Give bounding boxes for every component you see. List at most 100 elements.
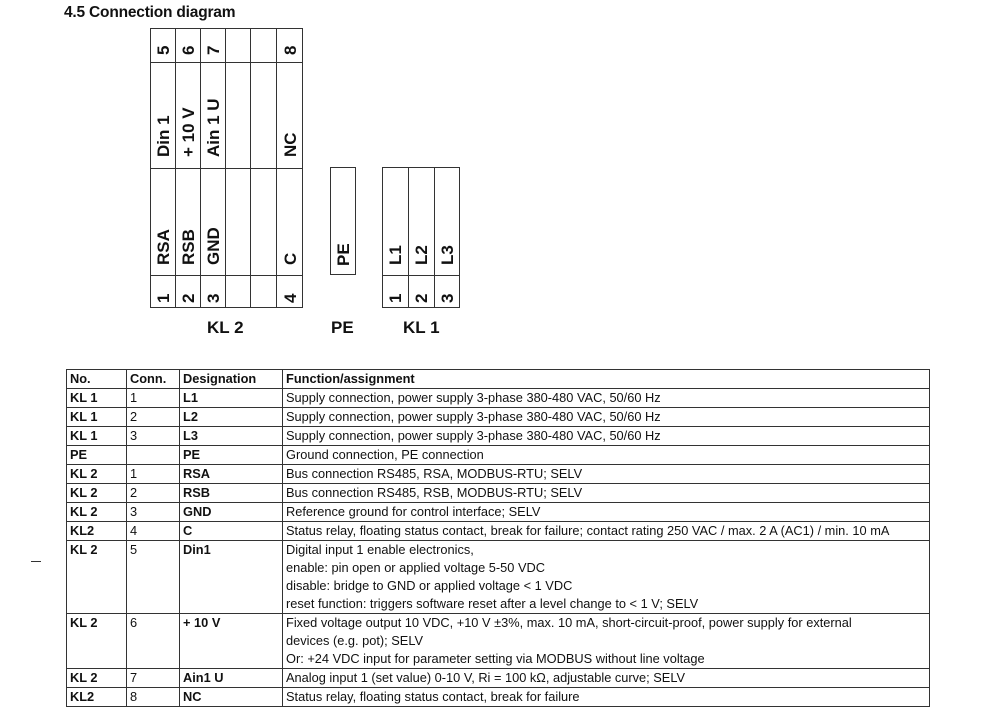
cell-designation: Din1: [179, 540, 283, 614]
cell-no: KL 2: [66, 483, 127, 503]
cell-no: KL 1: [66, 426, 127, 446]
kl1-number: 1: [386, 293, 405, 303]
cell-conn: 1: [126, 464, 180, 484]
kl2-top-number: 6: [179, 45, 198, 55]
kl1-slot: [409, 168, 435, 307]
kl2-designation-din1: Din 1: [154, 115, 173, 157]
function-line: Bus connection RS485, RSB, MODBUS-RTU; S…: [286, 485, 583, 500]
kl1-designation-l3: L3: [438, 245, 457, 265]
kl2-top-number: 7: [204, 45, 223, 55]
cell-no: KL2: [66, 687, 127, 707]
cell-designation: RSB: [179, 483, 283, 503]
cell-conn: 8: [126, 687, 180, 707]
cell-function: Ground connection, PE connection: [282, 445, 930, 465]
cell-no: KL 1: [66, 407, 127, 427]
cell-conn: 2: [126, 407, 180, 427]
function-line: Digital input 1 enable electronics,: [286, 542, 474, 557]
kl2-bottom-number: 4: [281, 293, 300, 303]
connection-table: No. Conn. Designation Function/assignmen…: [66, 369, 930, 707]
cell-designation: PE: [179, 445, 283, 465]
cell-conn: [126, 445, 180, 465]
function-line: devices (e.g. pot); SELV: [286, 633, 424, 648]
table-header-row: No. Conn. Designation Function/assignmen…: [66, 369, 930, 389]
cell-conn: 1: [126, 388, 180, 408]
cell-function: Bus connection RS485, RSA, MODBUS-RTU; S…: [282, 464, 930, 484]
pe-designation: PE: [334, 243, 353, 266]
cell-conn: 6: [126, 613, 180, 669]
function-line: enable: pin open or applied voltage 5-50…: [286, 560, 545, 575]
cell-no: KL 2: [66, 540, 127, 614]
pe-terminal-block: PE: [330, 167, 356, 275]
kl2-bottom-number: 1: [154, 293, 173, 303]
function-line: Analog input 1 (set value) 0-10 V, Ri = …: [286, 670, 686, 685]
header-function: Function/assignment: [282, 369, 930, 389]
cell-designation: L3: [179, 426, 283, 446]
kl2-label: KL 2: [207, 318, 244, 337]
cell-designation: GND: [179, 502, 283, 522]
cell-no: KL 1: [66, 388, 127, 408]
cell-function: Analog input 1 (set value) 0-10 V, Ri = …: [282, 668, 930, 688]
kl2-designation-10v: + 10 V: [179, 107, 198, 157]
cell-conn: 3: [126, 426, 180, 446]
cell-designation: L1: [179, 388, 283, 408]
divider: [151, 275, 302, 276]
function-line: Supply connection, power supply 3-phase …: [286, 390, 661, 405]
kl2-designation-gnd: GND: [204, 227, 223, 265]
header-designation: Designation: [179, 369, 283, 389]
cell-conn: 3: [126, 502, 180, 522]
cell-function: Status relay, floating status contact, b…: [282, 521, 930, 541]
function-line: Bus connection RS485, RSA, MODBUS-RTU; S…: [286, 466, 583, 481]
kl2-top-number: 8: [281, 45, 300, 55]
cell-designation: RSA: [179, 464, 283, 484]
kl2-designation-rsb: RSB: [179, 229, 198, 265]
cell-designation: Ain1 U: [179, 668, 283, 688]
cell-designation: NC: [179, 687, 283, 707]
function-line: Supply connection, power supply 3-phase …: [286, 428, 661, 443]
kl2-designation-c: C: [281, 252, 300, 265]
kl1-terminal-block: L1 L2 L3 1 2 3: [382, 167, 460, 308]
kl2-designation-nc: NC: [281, 132, 300, 157]
divider: [151, 62, 302, 63]
cell-conn: 2: [126, 483, 180, 503]
cell-function: Supply connection, power supply 3-phase …: [282, 426, 930, 446]
margin-mark: [31, 561, 41, 562]
kl2-terminal-block: 5 6 7 8 Din 1 + 10 V Ain 1 U NC RSA RSB …: [150, 28, 303, 308]
function-line: Status relay, floating status contact, b…: [286, 689, 580, 704]
divider: [151, 168, 302, 169]
cell-function: Reference ground for control interface; …: [282, 502, 930, 522]
divider: [383, 275, 459, 276]
kl2-top-number: 5: [154, 45, 173, 55]
cell-designation: + 10 V: [179, 613, 283, 669]
cell-conn: 5: [126, 540, 180, 614]
cell-function: Supply connection, power supply 3-phase …: [282, 388, 930, 408]
cell-conn: 4: [126, 521, 180, 541]
function-line: disable: bridge to GND or applied voltag…: [286, 578, 573, 593]
cell-designation: C: [179, 521, 283, 541]
kl2-designation-ain1u: Ain 1 U: [204, 98, 223, 157]
cell-no: KL 2: [66, 613, 127, 669]
cell-no: KL 2: [66, 668, 127, 688]
cell-no: KL2: [66, 521, 127, 541]
function-line: reset function: triggers software reset …: [286, 596, 699, 611]
kl1-number: 2: [412, 293, 431, 303]
kl2-designation-rsa: RSA: [154, 229, 173, 265]
function-line: Reference ground for control interface; …: [286, 504, 541, 519]
cell-function: Supply connection, power supply 3-phase …: [282, 407, 930, 427]
kl2-bottom-number: 3: [204, 293, 223, 303]
header-conn: Conn.: [126, 369, 180, 389]
kl1-designation-l1: L1: [386, 245, 405, 265]
section-title: 4.5 Connection diagram: [64, 4, 236, 21]
function-line: Or: +24 VDC input for parameter setting …: [286, 651, 705, 666]
function-line: Supply connection, power supply 3-phase …: [286, 409, 661, 424]
